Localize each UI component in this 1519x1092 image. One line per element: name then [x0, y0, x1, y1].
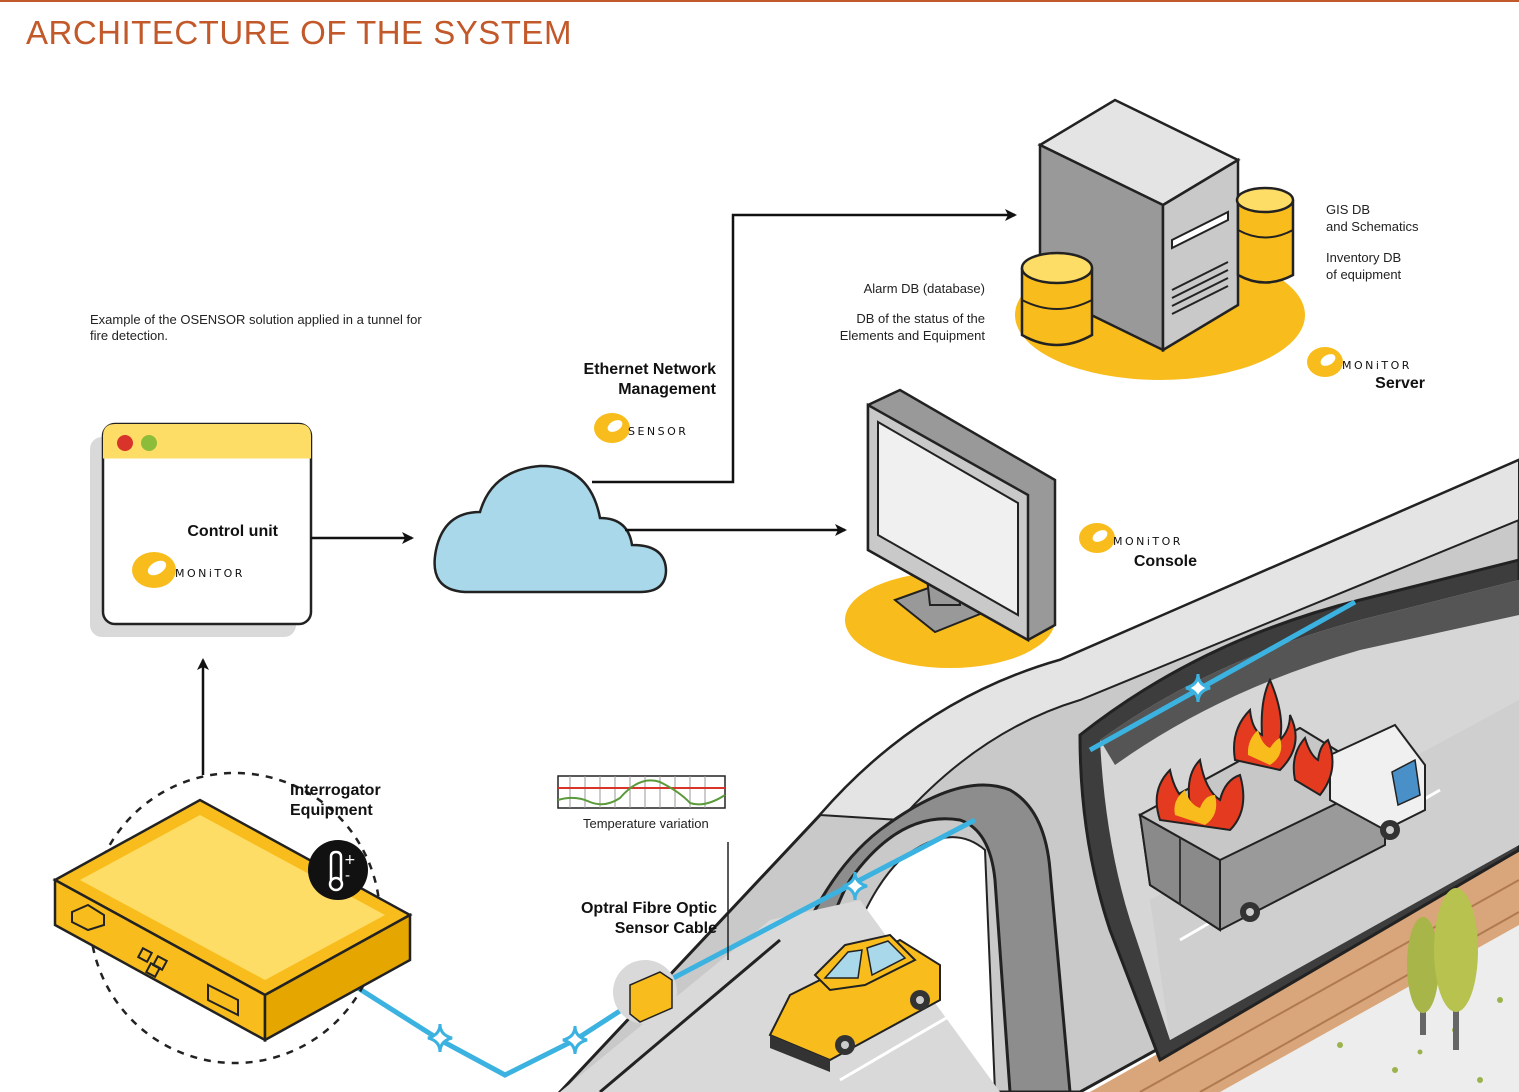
- control-unit-window: [90, 422, 313, 637]
- top-rule: [0, 0, 1519, 2]
- cable-sensor-node: [427, 1023, 453, 1053]
- page-title: ARCHITECTURE OF THE SYSTEM: [26, 14, 572, 51]
- cable-sensor-node-rear: [1185, 673, 1211, 703]
- server-monitor-logo-icon: [1307, 347, 1343, 377]
- console-monitor-logo-icon: [1079, 523, 1115, 553]
- console-label: Console: [1133, 553, 1197, 570]
- tree-icon: [1407, 888, 1478, 1050]
- temperature-chart-icon: [557, 775, 729, 960]
- arrow-cloud-to-server: [592, 209, 1017, 484]
- network-cloud-icon: [433, 464, 668, 594]
- alarm-db-label: Alarm DB (database): [863, 281, 985, 296]
- osensor-logo-icon: [594, 413, 630, 443]
- console-logo-word: MONiTOR: [1113, 535, 1183, 548]
- control-unit-logo-word: MONiTOR: [175, 567, 245, 580]
- inventory-db-label-line2: of equipment: [1326, 267, 1402, 282]
- status-db-label-line1: DB of the status of the: [856, 311, 985, 326]
- database-cylinder-icon: [1020, 251, 1094, 347]
- cable-sensor-node: [562, 1025, 588, 1055]
- gis-db-label-line1: GIS DB: [1326, 202, 1371, 217]
- svg-text:+: +: [344, 852, 356, 868]
- sensor-cable-label-line1: Optral Fibre Optic: [580, 900, 717, 917]
- status-db-label-line2: Elements and Equipment: [839, 328, 985, 343]
- window-minimize-dot: [141, 435, 157, 451]
- temperature-variation-label: Temperature variation: [583, 816, 709, 831]
- inventory-db-label-line1: Inventory DB: [1326, 250, 1402, 265]
- cable-joint-box: [613, 960, 677, 1024]
- car-icon: [768, 933, 941, 1072]
- interrogator-label-line2: Equipment: [290, 802, 373, 819]
- network-label-line1: Ethernet Network: [583, 361, 716, 378]
- front-tunnel-portal: [758, 783, 1072, 1092]
- network-logo-word: SENSOR: [628, 425, 689, 438]
- network-label-line2: Management: [618, 381, 716, 398]
- interrogator-label-line1: Interrogator: [290, 782, 381, 799]
- database-cylinder-icon: [1235, 186, 1295, 284]
- sensor-cable-label-line2: Sensor Cable: [614, 920, 717, 937]
- cable-sensor-node: [842, 871, 868, 901]
- window-close-dot: [117, 435, 133, 451]
- server-label: Server: [1375, 375, 1425, 392]
- thermometer-icon: + -: [308, 840, 368, 900]
- console-monitor-icon: [845, 388, 1057, 668]
- server-icon: [1015, 98, 1305, 380]
- interrogator-device: + -: [52, 771, 413, 1065]
- gis-db-label-line2: and Schematics: [1326, 219, 1419, 234]
- svg-text:-: -: [345, 868, 350, 884]
- tunnel-scene: [356, 458, 1519, 1092]
- server-logo-word: MONiTOR: [1342, 359, 1412, 372]
- diagram-caption: Example of the OSENSOR solution applied …: [90, 312, 422, 343]
- control-unit-label: Control unit: [187, 523, 278, 540]
